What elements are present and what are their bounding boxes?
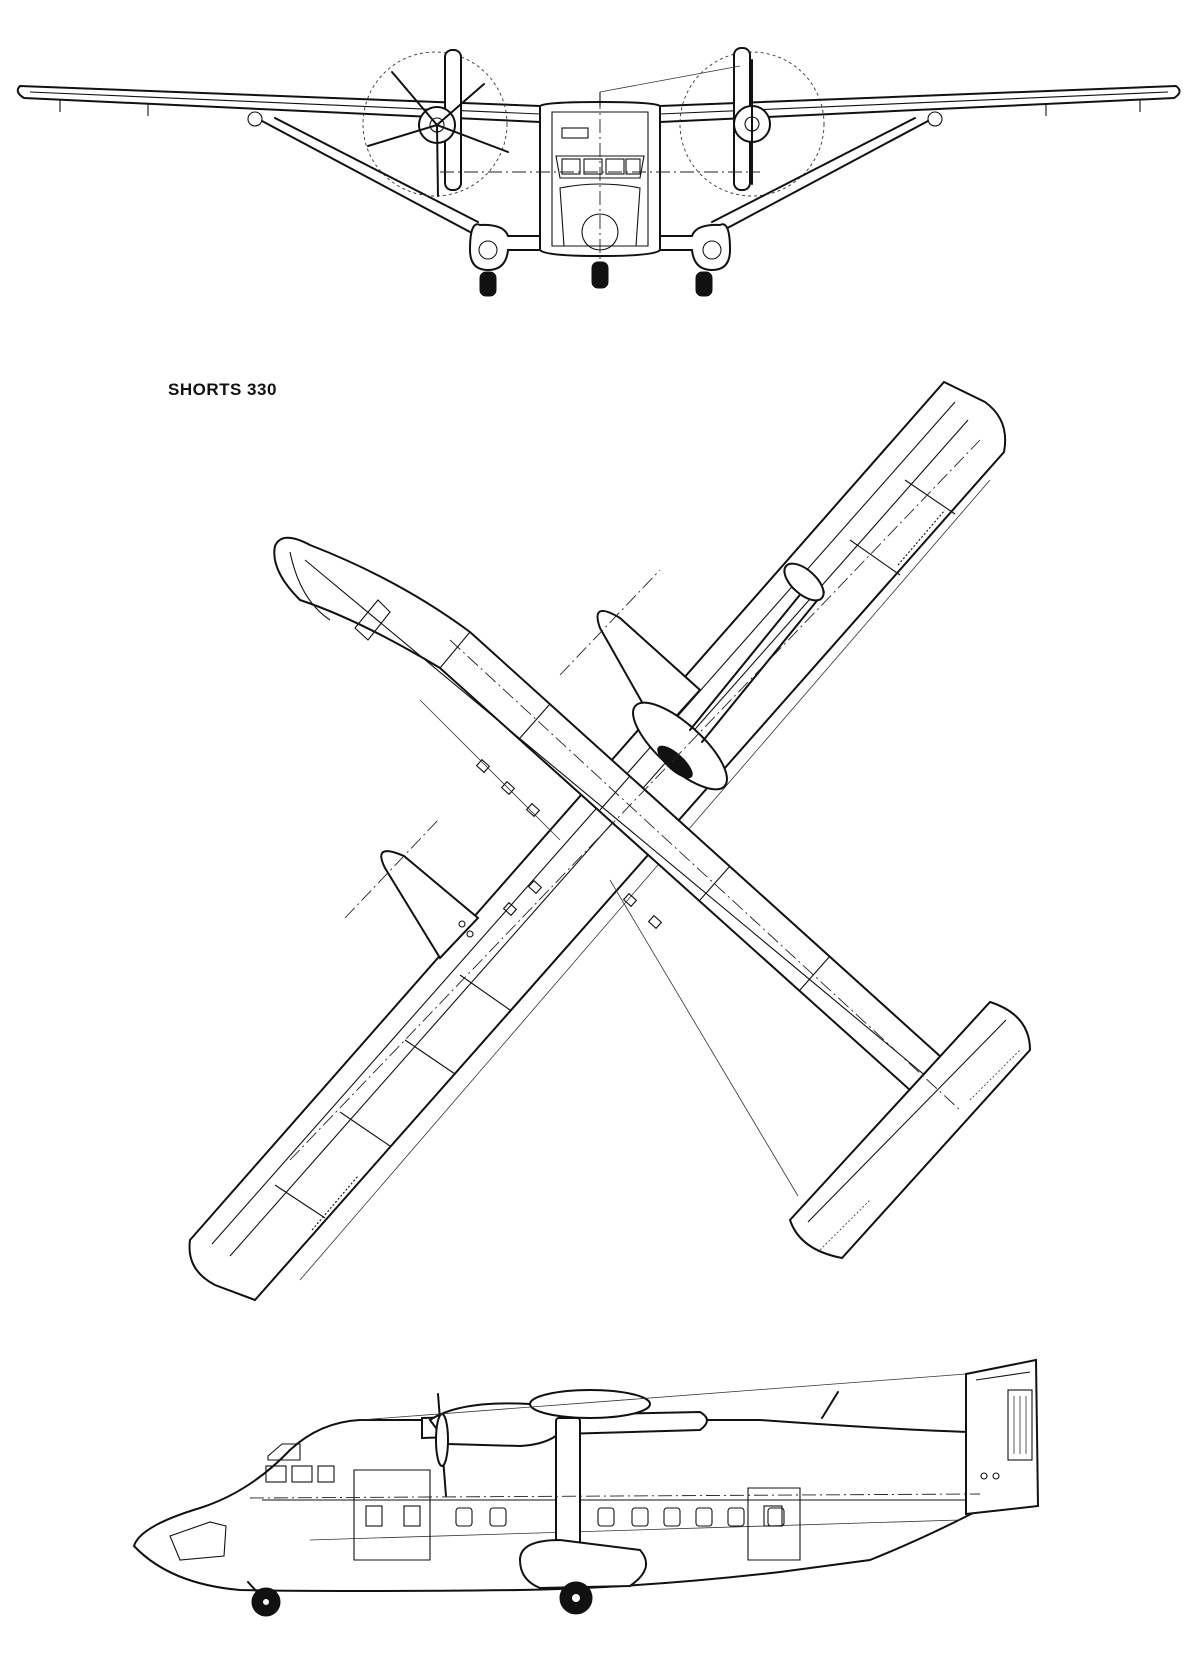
tailplane [788, 1000, 1032, 1260]
aircraft-title: SHORTS 330 [168, 380, 277, 399]
left-engine-nacelle [344, 817, 480, 960]
wing-planform [188, 380, 1007, 1302]
front-view [16, 47, 1181, 297]
